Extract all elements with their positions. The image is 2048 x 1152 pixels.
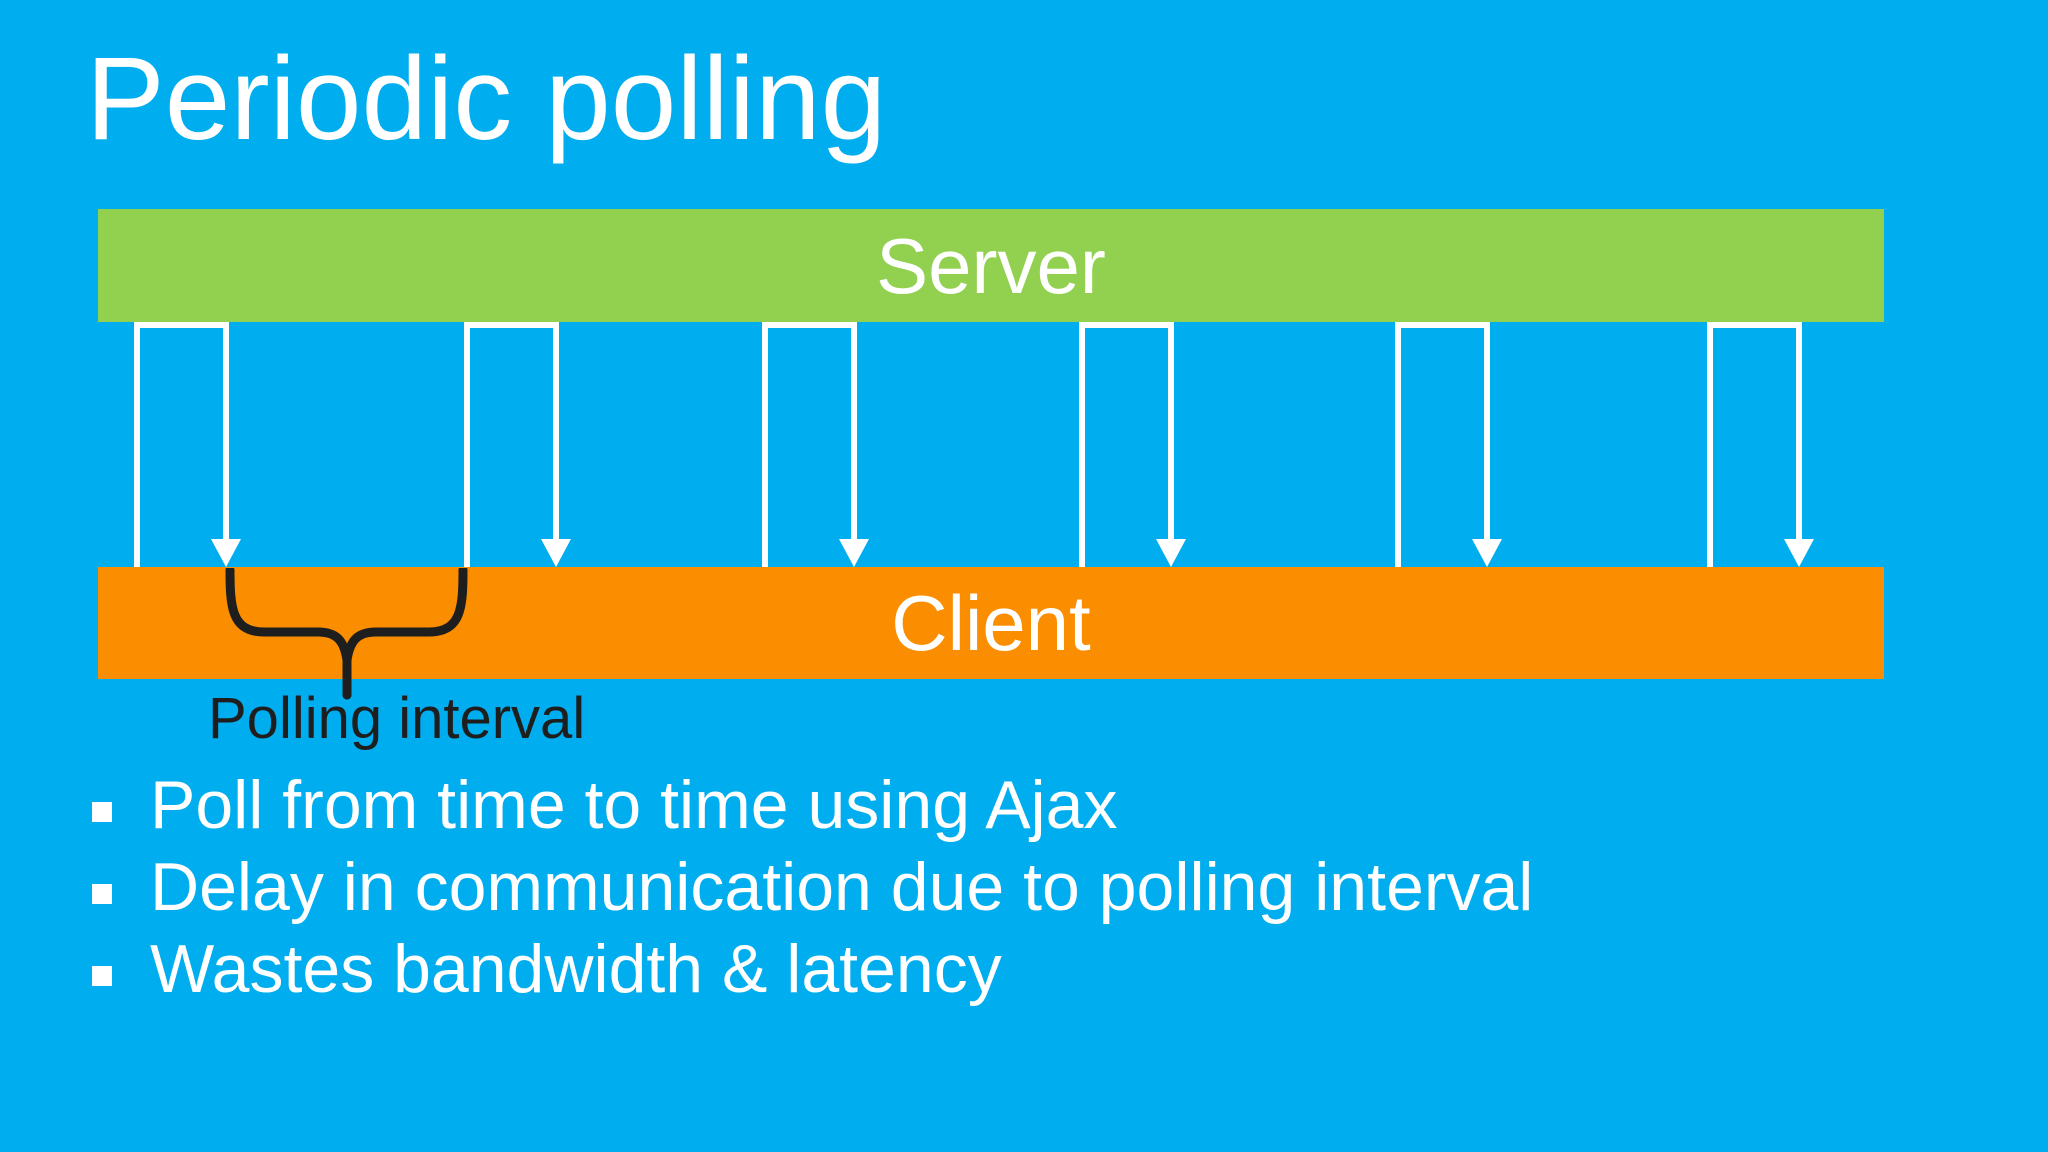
polling-interval-brace-icon — [225, 568, 468, 700]
bullet-list: Poll from time to time using Ajax Delay … — [92, 764, 1942, 1010]
poll-response-line — [851, 322, 857, 540]
poll-connector-line — [1707, 322, 1802, 328]
poll-request-line — [1079, 322, 1085, 567]
poll-request-line — [134, 322, 140, 567]
poll-response-line — [223, 322, 229, 540]
down-arrowhead-icon — [541, 539, 571, 567]
down-arrowhead-icon — [839, 539, 869, 567]
poll-connector-line — [762, 322, 857, 328]
poll-connector-line — [464, 322, 559, 328]
poll-arrow — [1707, 322, 1814, 567]
client-bar: Client — [98, 567, 1884, 679]
square-bullet-icon — [92, 802, 112, 822]
poll-arrow — [1395, 322, 1502, 567]
slide-title: Periodic polling — [86, 33, 887, 165]
poll-request-line — [1707, 322, 1713, 567]
poll-response-line — [1168, 322, 1174, 540]
poll-response-line — [1796, 322, 1802, 540]
down-arrowhead-icon — [211, 539, 241, 567]
down-arrowhead-icon — [1156, 539, 1186, 567]
bullet-item: Delay in communication due to polling in… — [92, 846, 1942, 928]
bullet-text: Wastes bandwidth & latency — [150, 931, 1002, 1007]
poll-arrow — [464, 322, 571, 567]
polling-interval-label: Polling interval — [208, 686, 586, 751]
poll-request-line — [762, 322, 768, 567]
bullet-text: Delay in communication due to polling in… — [150, 849, 1534, 925]
square-bullet-icon — [92, 884, 112, 904]
server-label: Server — [876, 221, 1106, 310]
brace-right-half — [342, 568, 468, 700]
down-arrowhead-icon — [1784, 539, 1814, 567]
server-bar: Server — [98, 209, 1884, 322]
poll-request-line — [1395, 322, 1401, 567]
poll-request-line — [464, 322, 470, 567]
client-label: Client — [891, 579, 1091, 667]
down-arrowhead-icon — [1472, 539, 1502, 567]
bullet-item: Poll from time to time using Ajax — [92, 764, 1942, 846]
poll-arrow — [762, 322, 869, 567]
bullet-text: Poll from time to time using Ajax — [150, 767, 1118, 843]
poll-response-line — [1484, 322, 1490, 540]
bullet-item: Wastes bandwidth & latency — [92, 928, 1942, 1010]
poll-arrow — [1079, 322, 1186, 567]
square-bullet-icon — [92, 966, 112, 986]
poll-connector-line — [1395, 322, 1490, 328]
poll-arrow — [134, 322, 241, 567]
poll-response-line — [553, 322, 559, 540]
brace-left-half — [225, 568, 352, 700]
poll-connector-line — [1079, 322, 1174, 328]
poll-connector-line — [134, 322, 229, 328]
